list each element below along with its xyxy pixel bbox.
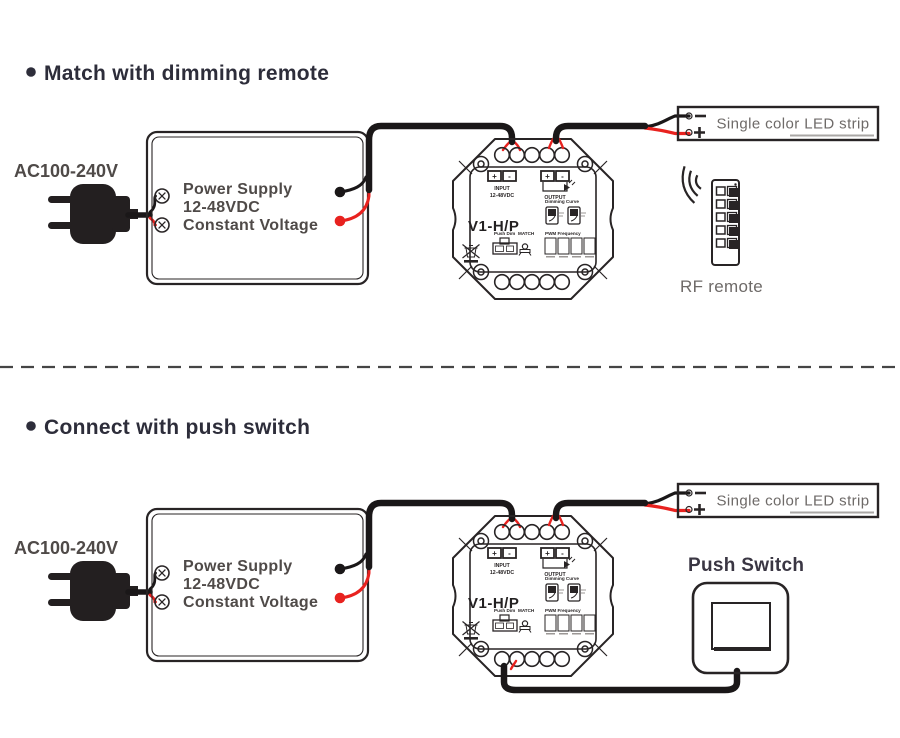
push-switch-cable xyxy=(500,662,741,694)
section-title: Match with dimming remote xyxy=(44,62,329,85)
rig-top xyxy=(14,107,878,299)
section-match-remote: Match with dimming remote xyxy=(14,62,878,299)
section-title: Connect with push switch xyxy=(44,416,310,439)
rf-signal-icon xyxy=(681,165,702,204)
remote-body xyxy=(711,179,740,266)
push-switch-plate xyxy=(691,581,790,675)
rf-remote-label: RF remote xyxy=(680,277,763,296)
rf-remote: RF remote xyxy=(680,165,763,296)
section-push-switch: Connect with push switch Push Switch xyxy=(14,416,878,694)
push-dim-red-tip xyxy=(509,659,518,671)
remote-led-dot xyxy=(734,183,737,186)
section-bullet xyxy=(26,67,36,77)
remote-buttons xyxy=(715,185,738,249)
push-switch-button xyxy=(711,602,771,650)
push-switch: Push Switch xyxy=(500,555,804,694)
section-bullet xyxy=(26,421,36,431)
push-switch-label: Push Switch xyxy=(688,555,804,576)
